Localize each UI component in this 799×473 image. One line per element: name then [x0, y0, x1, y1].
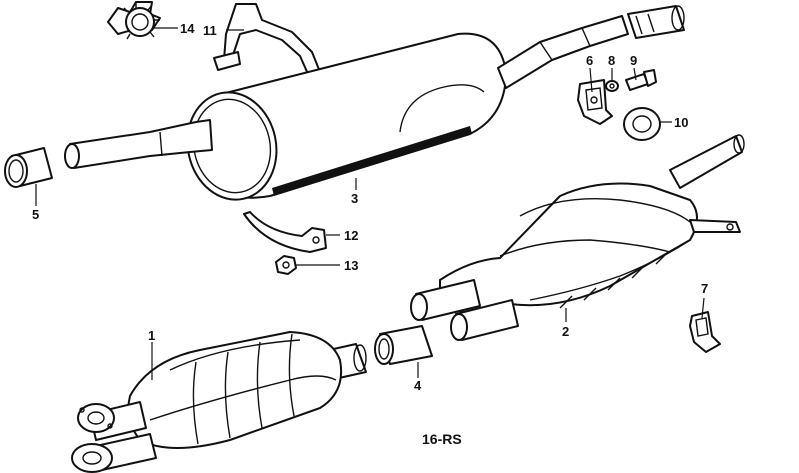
- callout-10: 10: [674, 115, 688, 130]
- callout-2: 2: [562, 324, 569, 339]
- callout-1: 1: [148, 328, 155, 343]
- callout-5: 5: [32, 207, 39, 222]
- part-8-washer[interactable]: [605, 80, 619, 92]
- callouts: 14 11 3 5 12 13 6 8 9 10 2 7 4 1: [32, 21, 708, 393]
- callout-13: 13: [344, 258, 358, 273]
- part-1-front-section[interactable]: [71, 331, 367, 473]
- callout-3: 3: [351, 191, 358, 206]
- callout-9: 9: [630, 53, 637, 68]
- callout-14: 14: [180, 21, 195, 36]
- part-4-sleeve[interactable]: [374, 325, 433, 365]
- part-10-rubber-mount[interactable]: [623, 107, 661, 141]
- part-7-bracket[interactable]: [689, 311, 721, 353]
- part-3-rear-muffler[interactable]: [178, 15, 629, 208]
- part-2-middle-muffler[interactable]: [410, 134, 745, 341]
- callout-4: 4: [414, 378, 422, 393]
- part-9-bolt[interactable]: [625, 69, 657, 91]
- part-14-bracket[interactable]: [107, 1, 161, 40]
- part-6-bracket[interactable]: [577, 79, 613, 125]
- part-12-strap[interactable]: [243, 211, 327, 253]
- leader-6: [589, 67, 593, 93]
- part-5-sleeve[interactable]: [4, 147, 53, 188]
- leader-lines: [35, 27, 705, 380]
- callout-12: 12: [344, 228, 358, 243]
- tail-pipe[interactable]: [64, 119, 213, 169]
- diagram-code: 16-RS: [422, 431, 462, 447]
- top-right-sleeve[interactable]: [627, 5, 685, 39]
- callout-7: 7: [701, 281, 708, 296]
- callout-6: 6: [586, 53, 593, 68]
- leader-7: [701, 297, 705, 319]
- callout-8: 8: [608, 53, 615, 68]
- callout-11: 11: [203, 23, 217, 38]
- part-13-nut[interactable]: [275, 255, 297, 275]
- leader-9: [633, 67, 637, 81]
